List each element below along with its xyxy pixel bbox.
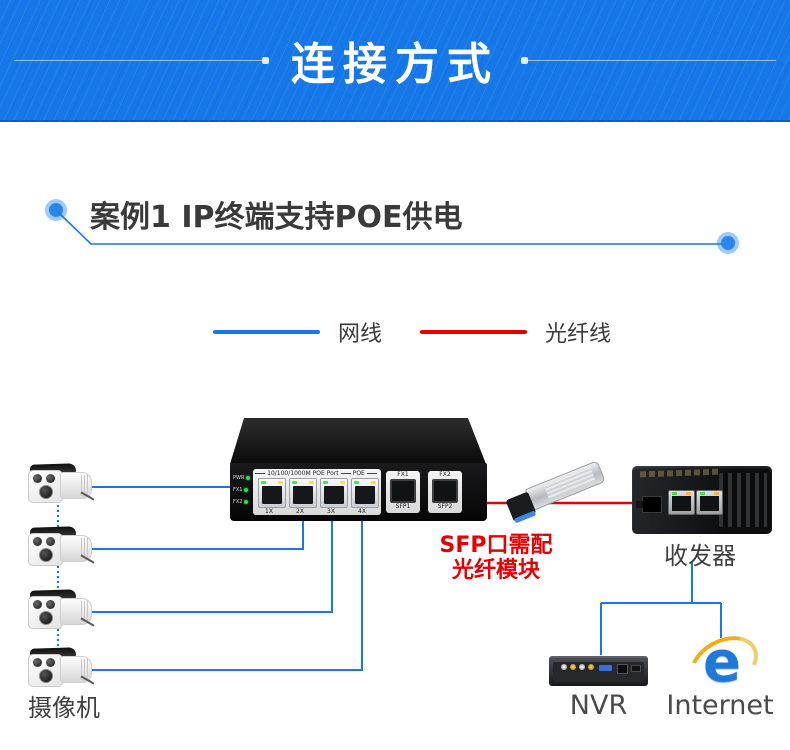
case-title: 案例1 IP终端支持POE供电 [90, 200, 463, 235]
pwr-led [246, 476, 251, 480]
ip-camera-3 [27, 589, 95, 630]
camera4-wire [92, 512, 363, 671]
transceiver-rj45-1 [668, 490, 695, 515]
page-title: 连接方式 [291, 39, 499, 90]
ip-camera-2 [27, 526, 95, 567]
poe-switch-top [230, 418, 486, 464]
rj45-port-4 [351, 478, 379, 508]
transceiver-vents [719, 473, 767, 527]
legend-fiber-cable-label: 光纤线 [545, 322, 612, 347]
nvr-usb-port [631, 665, 641, 672]
fx1-led [244, 488, 249, 492]
nvr-label: NVR [569, 690, 628, 721]
ip-camera-1 [27, 463, 95, 504]
nvr-ethernet-port [617, 664, 628, 674]
transceiver-branding [639, 468, 721, 478]
banner-divider-left [14, 56, 269, 64]
legend: 网线 光纤线 [213, 316, 611, 348]
fiber-transceiver [632, 466, 772, 534]
switch-status-leds: PWR FX1 FX2 [233, 472, 257, 508]
camera-front [28, 470, 63, 503]
legend-network-cable-swatch [213, 330, 320, 334]
sfp1-cage [390, 479, 416, 503]
title-dot-right-core [721, 236, 735, 250]
transceiver-rj45-2 [696, 490, 723, 515]
sfp2-cage [432, 479, 458, 503]
ip-camera-4 [27, 647, 95, 688]
nvr-device [549, 656, 648, 686]
banner-divider-right [521, 56, 776, 64]
switch-port-labels: 1X 2X 3X 4X [265, 508, 366, 515]
internet-label: Internet [666, 690, 774, 721]
transceiver-fiber-port [636, 496, 662, 513]
sfp-module-body [524, 460, 606, 511]
sfp-fiber-module [505, 460, 610, 524]
legend-fiber-cable-swatch [420, 330, 528, 334]
rj45-port-3 [320, 478, 348, 508]
sfp-port-2: FX2 SFP2 [428, 471, 462, 513]
sfp-port-1: FX1 SFP1 [386, 471, 420, 513]
banner-divider-cap [262, 56, 269, 64]
internet-explorer-icon: e [680, 625, 768, 703]
sfp-note: SFP口需配 光纤模块 [439, 533, 553, 584]
title-dot-left-core [49, 203, 63, 217]
camera3-wire [92, 512, 333, 613]
banner-divider-cap [521, 56, 528, 64]
cameras-label: 摄像机 [28, 694, 100, 722]
camera-lens [39, 485, 53, 499]
rj45-port-1 [258, 478, 286, 508]
rj45-port-2 [289, 478, 317, 508]
nvr-vga-port [599, 665, 612, 671]
legend-network-cable-label: 网线 [338, 322, 383, 347]
header-banner: 连接方式 [0, 0, 790, 122]
fx2-led [244, 500, 249, 504]
transceiver-label: 收发器 [664, 542, 736, 570]
